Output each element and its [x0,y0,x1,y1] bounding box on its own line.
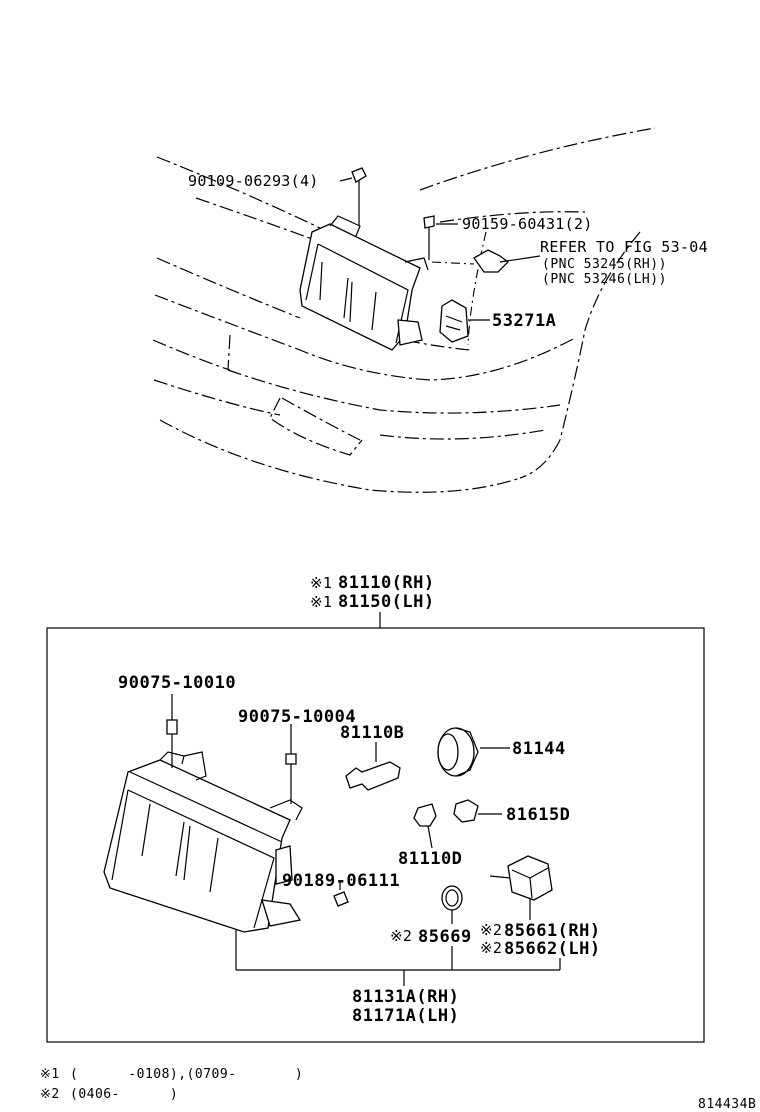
label-90189: 90189-06111 [282,871,400,891]
label-85662: 85662(LH) [504,939,601,959]
leveling-motor-icon [489,855,553,920]
bracket-icon [439,299,490,343]
label-81171a: 81171A(LH) [352,1006,459,1026]
pnc-rh-label: (PNC 53245(RH)) [542,257,667,272]
label-81131a: 81131A(RH) [352,987,459,1007]
label-81110d: 81110D [398,849,462,869]
bolt-10010-icon [166,694,178,768]
group-bracket [235,930,561,986]
side-marker-connector-icon [431,249,541,273]
unit-mark-lh: ※1 [310,593,332,611]
label-90075-10004: 90075-10004 [238,707,356,727]
label-81144: 81144 [512,739,566,759]
bolt-icon [339,167,367,226]
mark-85669: ※2 [390,927,412,945]
screw-label: 90159-60431(2) [462,215,593,233]
headlamp-unit [103,751,303,933]
socket-81615d-icon [453,799,502,823]
note1-mark: ※1 [40,1067,60,1082]
socket-cover-icon [437,727,510,777]
unit-part-rh: 81110(RH) [338,573,435,593]
bulb-81110b-icon [345,742,401,791]
bolt-10004-icon [285,724,297,804]
screw-icon [423,215,458,260]
note2-text: (0406- ) [70,1087,178,1102]
o-ring-icon [441,885,463,924]
label-81615d: 81615D [506,805,570,825]
clip-icon [333,882,349,907]
mark-85662: ※2 [480,939,502,957]
bulb-81110d-icon [413,803,437,849]
label-85661: 85661(RH) [504,921,601,941]
unit-mark-rh: ※1 [310,574,332,592]
mark-85661: ※2 [480,921,502,939]
unit-frame [46,627,705,1043]
label-90075-10010: 90075-10010 [118,673,236,693]
note2-mark: ※2 [40,1087,60,1102]
label-85669: 85669 [418,927,472,947]
bracket-label: 53271A [492,311,556,331]
note1-text: ( -0108),(0709- ) [70,1067,303,1082]
unit-part-lh: 81150(LH) [338,592,435,612]
label-81110b: 81110B [340,723,404,743]
figure-code: 814434B [698,1097,756,1112]
refer-figure-label: REFER TO FIG 53-04 [540,238,708,256]
pnc-lh-label: (PNC 53246(LH)) [542,272,667,287]
vehicle-front-outline [152,127,656,493]
bolt-label: 90109-06293(4) [188,172,319,190]
headlamp-installed [299,215,429,351]
